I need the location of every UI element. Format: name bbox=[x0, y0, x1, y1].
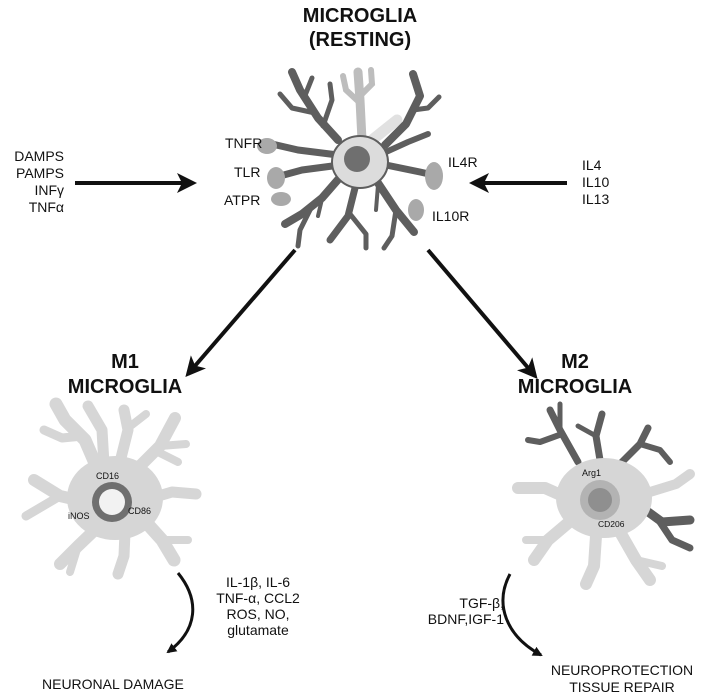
to-m2-arrow bbox=[426, 248, 538, 380]
m2-title-line2: MICROGLIA bbox=[517, 376, 633, 398]
il10r-label: IL10R bbox=[432, 208, 470, 224]
m1-secreted-1: IL-1β, IL-6 bbox=[225, 574, 291, 590]
m1-outcome: NEURONAL DAMAGE bbox=[42, 676, 184, 692]
m1-title-line2: MICROGLIA bbox=[67, 376, 183, 398]
m1-secreted-3: ROS, NO, bbox=[226, 606, 290, 622]
tnfr-label: TNFR bbox=[225, 135, 263, 151]
stimulus-pamps: PAMPS bbox=[16, 165, 64, 181]
m2-output-arrow bbox=[501, 573, 543, 657]
m2-outcome: NEUROPROTECTION TISSUE REPAIR bbox=[548, 662, 696, 696]
m1-secreted-2: TNF-α, CCL2 bbox=[216, 590, 300, 606]
m1-output-arrow bbox=[166, 572, 195, 654]
stimulus-il13: IL13 bbox=[582, 191, 610, 207]
il10r-receptor bbox=[408, 199, 424, 221]
m1-marker-cd86: CD86 bbox=[128, 506, 152, 516]
m1-secreted-list: IL-1β, IL-6 TNF-α, CCL2 ROS, NO, glutama… bbox=[210, 574, 306, 638]
m1-microglia-cell bbox=[21, 397, 202, 580]
m2-title-line1: M2 bbox=[561, 351, 589, 373]
resting-title-line1: MICROGLIA bbox=[302, 5, 418, 27]
stimulus-il10: IL10 bbox=[582, 174, 610, 190]
m2-secreted-list: TGF-β, BDNF,IGF-1 bbox=[418, 595, 504, 627]
to-m1-arrow bbox=[185, 248, 297, 378]
tnfr-receptor bbox=[257, 138, 277, 154]
il4r-receptor bbox=[425, 162, 443, 190]
tlr-receptor bbox=[267, 167, 285, 189]
m2-secreted-1: TGF-β, bbox=[459, 595, 504, 611]
atpr-label: ATPR bbox=[224, 192, 261, 208]
m2-stimuli-list: IL4 IL10 IL13 bbox=[582, 157, 609, 208]
m1-marker-cd16: CD16 bbox=[96, 471, 120, 481]
m1-stimuli-list: DAMPS PAMPS INFγ TNFα bbox=[6, 148, 64, 216]
m2-secreted-2: BDNF,IGF-1 bbox=[427, 611, 504, 627]
resting-microglia-cell bbox=[257, 67, 443, 251]
m1-marker-inos: iNOS bbox=[68, 511, 90, 521]
resting-title-line2: (RESTING) bbox=[308, 29, 412, 51]
m2-outcome-line2: TISSUE REPAIR bbox=[569, 679, 675, 695]
il4r-label: IL4R bbox=[448, 154, 478, 170]
stimulus-il4: IL4 bbox=[582, 157, 602, 173]
m1-secreted-4: glutamate bbox=[227, 622, 289, 638]
stimulus-tnfa: TNFα bbox=[28, 199, 64, 215]
tlr-label: TLR bbox=[234, 164, 261, 180]
m2-microglia-cell bbox=[512, 401, 695, 590]
m2-outcome-line1: NEUROPROTECTION bbox=[550, 662, 694, 678]
atpr-receptor bbox=[271, 192, 291, 206]
stimulus-damps: DAMPS bbox=[14, 148, 64, 164]
m2-marker-arg1: Arg1 bbox=[582, 468, 602, 478]
m1-title-line1: M1 bbox=[111, 351, 139, 373]
stimulus-infg: INFγ bbox=[34, 182, 64, 198]
m2-marker-cd206: CD206 bbox=[598, 519, 625, 529]
